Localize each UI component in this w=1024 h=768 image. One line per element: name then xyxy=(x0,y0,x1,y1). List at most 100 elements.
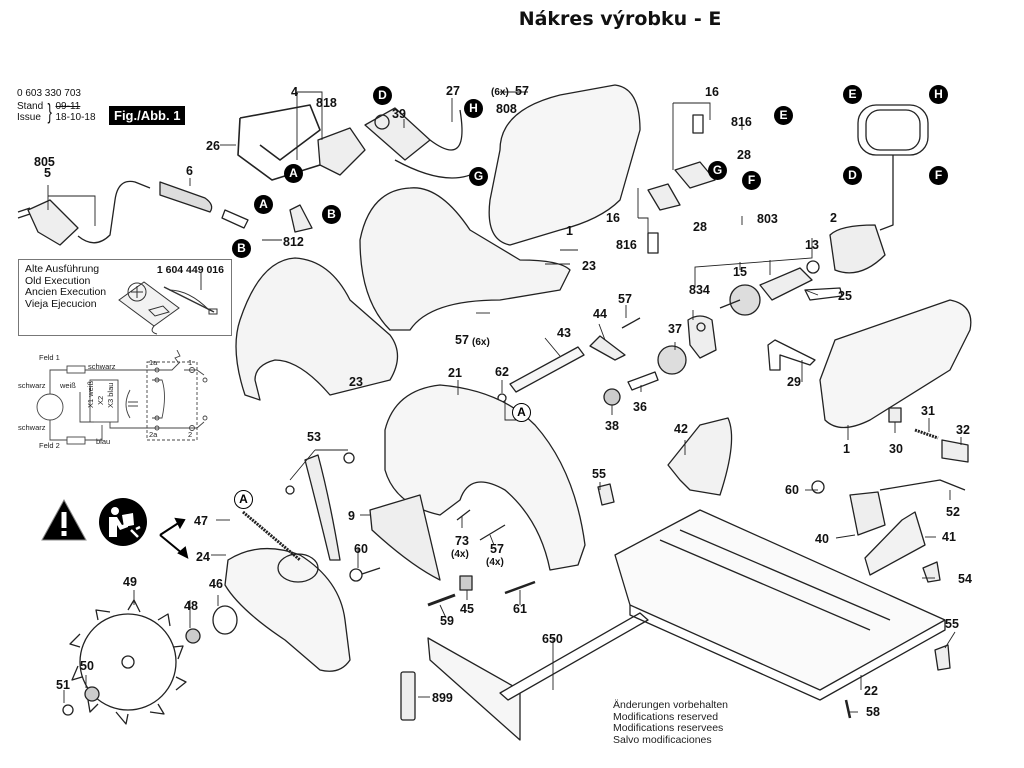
wire-label-feld2: Feld 2 xyxy=(39,441,60,450)
old-execution-line: Vieja Ejecucion xyxy=(25,297,97,310)
part-label-30: 30 xyxy=(889,442,903,456)
part-label-4: 4 xyxy=(291,85,298,99)
wire-label-weiss: weiß xyxy=(60,381,76,390)
lower-guard-24 xyxy=(224,547,351,672)
note-line: Salvo modificaciones xyxy=(613,733,712,746)
motor-housing-upper xyxy=(488,84,641,246)
power-plug xyxy=(17,180,249,246)
part-label-50: 50 xyxy=(80,659,94,673)
callout-b: B xyxy=(322,205,341,224)
part-label-59: 59 xyxy=(440,614,454,628)
part-label-31: 31 xyxy=(921,404,935,418)
note-line: Änderungen vorbehalten xyxy=(613,699,729,711)
old-switch-drawing xyxy=(118,272,218,335)
wire-label-schwarz: schwarz xyxy=(18,381,46,390)
note-line: Modifications reservees xyxy=(613,722,724,734)
part-label-51: 51 xyxy=(56,678,70,692)
modifications-note: Änderungen vorbehalten Modifications res… xyxy=(613,699,729,746)
wiring-diagram xyxy=(36,350,208,445)
part-label-49: 49 xyxy=(123,575,137,589)
document-meta: 0 603 330 703 Stand Issue } 09-11 18-10-… xyxy=(17,88,96,123)
part-label-816: 816 xyxy=(731,115,752,129)
part-label-803: 803 xyxy=(757,212,778,226)
callout-a-outline: A xyxy=(512,403,531,422)
part-label-57: 57 xyxy=(618,292,632,306)
part-label-38: 38 xyxy=(605,419,619,433)
callout-d: D xyxy=(843,166,862,185)
callout-h: H xyxy=(464,99,483,118)
part-label-818: 818 xyxy=(316,96,337,110)
brace-icon: } xyxy=(47,99,53,124)
terminal-2: 2 xyxy=(188,430,193,439)
part-label-22: 22 xyxy=(864,684,878,698)
wire-label-blau: blau xyxy=(96,437,111,446)
part-label-25: 25 xyxy=(838,289,852,303)
quantity-label: (6x) xyxy=(491,87,509,98)
part-label-52: 52 xyxy=(946,505,960,519)
terminal-1a: 1a xyxy=(149,358,158,367)
issue-label: Issue xyxy=(17,112,41,123)
part-label-61: 61 xyxy=(513,602,527,616)
part-label-28: 28 xyxy=(737,148,751,162)
part-label-899: 899 xyxy=(432,691,453,705)
part-label-46: 46 xyxy=(209,577,223,591)
part-label-39: 39 xyxy=(392,107,406,121)
part-label-21: 21 xyxy=(448,366,462,380)
saw-blade-49 xyxy=(69,599,187,725)
callout-h: H xyxy=(929,85,948,104)
part-label-57: 57 xyxy=(455,333,469,347)
callout-b: B xyxy=(232,239,251,258)
part-label-60: 60 xyxy=(785,483,799,497)
part-label-808: 808 xyxy=(496,102,517,116)
part-label-54: 54 xyxy=(958,572,972,586)
callout-a: A xyxy=(284,164,303,183)
part-label-32: 32 xyxy=(956,423,970,437)
read-manual-icon xyxy=(99,498,147,546)
part-label-834: 834 xyxy=(689,283,710,297)
part-label-816: 816 xyxy=(616,238,637,252)
part-label-62: 62 xyxy=(495,365,509,379)
old-execution-text: Alte Ausführung Old Execution Ancien Exe… xyxy=(25,263,107,310)
old-execution-box: Alte Ausführung Old Execution Ancien Exe… xyxy=(18,259,232,336)
part-label-40: 40 xyxy=(815,532,829,546)
wire-label-schwarz: schwarz xyxy=(88,362,116,371)
part-label-41: 41 xyxy=(942,530,956,544)
callout-a-outline: A xyxy=(234,490,253,509)
quantity-label: (6x) xyxy=(472,337,490,348)
part-label-36: 36 xyxy=(633,400,647,414)
rear-handle-23 xyxy=(235,257,399,401)
callout-e: E xyxy=(774,106,793,125)
old-execution-line: Ancien Execution xyxy=(25,286,107,298)
part-label-57: 57 xyxy=(490,542,504,556)
callout-e: E xyxy=(843,85,862,104)
part-label-26: 26 xyxy=(206,139,220,153)
callout-d: D xyxy=(373,86,392,105)
part-number: 0 603 330 703 xyxy=(17,88,81,99)
terminal-1: 1 xyxy=(188,358,193,367)
part-label-60: 60 xyxy=(354,542,368,556)
handle-housing-23 xyxy=(359,187,571,331)
wire-label-feld1: Feld 1 xyxy=(39,353,60,362)
part-label-45: 45 xyxy=(460,602,474,616)
motor-housing-lower xyxy=(819,299,972,429)
part-label-812: 812 xyxy=(283,235,304,249)
old-execution-line: Alte Ausführung xyxy=(25,263,100,275)
part-label-43: 43 xyxy=(557,326,571,340)
part-label-5: 5 xyxy=(44,166,51,180)
stator-2 xyxy=(829,224,886,274)
part-label-58: 58 xyxy=(866,705,880,719)
part-label-6: 6 xyxy=(186,164,193,178)
part-label-37: 37 xyxy=(668,322,682,336)
part-label-47: 47 xyxy=(194,514,208,528)
quantity-label: (4x) xyxy=(486,557,504,568)
callout-a: A xyxy=(254,195,273,214)
old-date: 09-11 xyxy=(55,101,81,112)
part-label-16: 16 xyxy=(705,85,719,99)
part-label-1: 1 xyxy=(843,442,850,456)
quantity-label: (4x) xyxy=(451,549,469,560)
callout-g: G xyxy=(708,161,727,180)
page-title: Nákres výrobku - E xyxy=(518,8,722,30)
part-label-24: 24 xyxy=(196,550,210,564)
part-label-2: 2 xyxy=(830,211,837,225)
